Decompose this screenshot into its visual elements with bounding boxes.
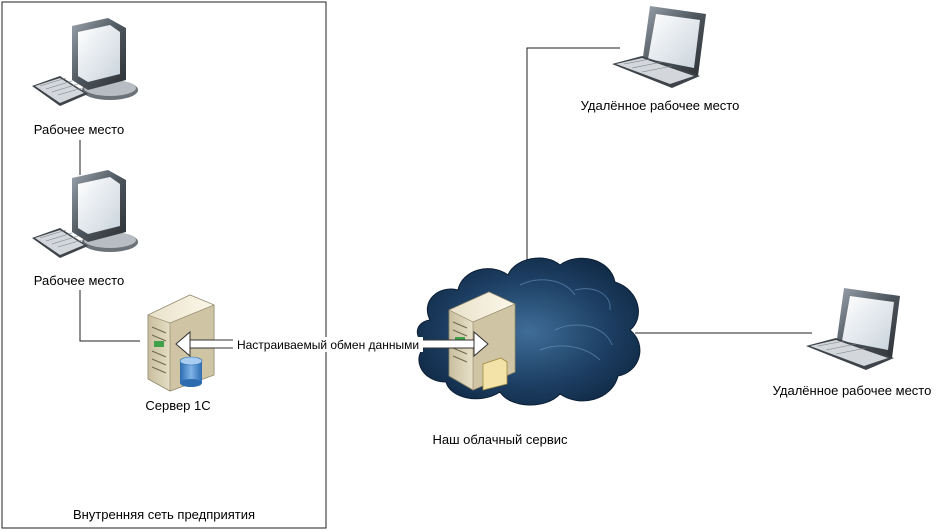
cloud-label: Наш облачный сервис [432,432,568,447]
intranet-label: Внутренняя сеть предприятия [73,507,255,522]
laptop-icon-1 [612,6,706,88]
line-cloud-remote1 [526,47,620,265]
laptop-icon-2 [806,288,900,370]
line-ws2-server [79,290,140,342]
remote-label-2: Удалённое рабочее место [773,383,932,398]
exchange-label: Настраиваемый обмен данными [237,338,419,352]
server-label: Сервер 1С [145,398,210,413]
cloud-service-icon [416,257,641,406]
exchange-label-background [233,337,423,352]
remote-label-1: Удалённое рабочее место [581,98,740,113]
workstation-icon-1 [32,18,138,106]
connection-lines [79,47,812,342]
workstation-icon-2 [32,170,138,258]
workstation-label-2: Рабочее место [34,273,124,288]
intranet-boundary [1,1,327,529]
workstation-label-1: Рабочее место [34,122,124,137]
